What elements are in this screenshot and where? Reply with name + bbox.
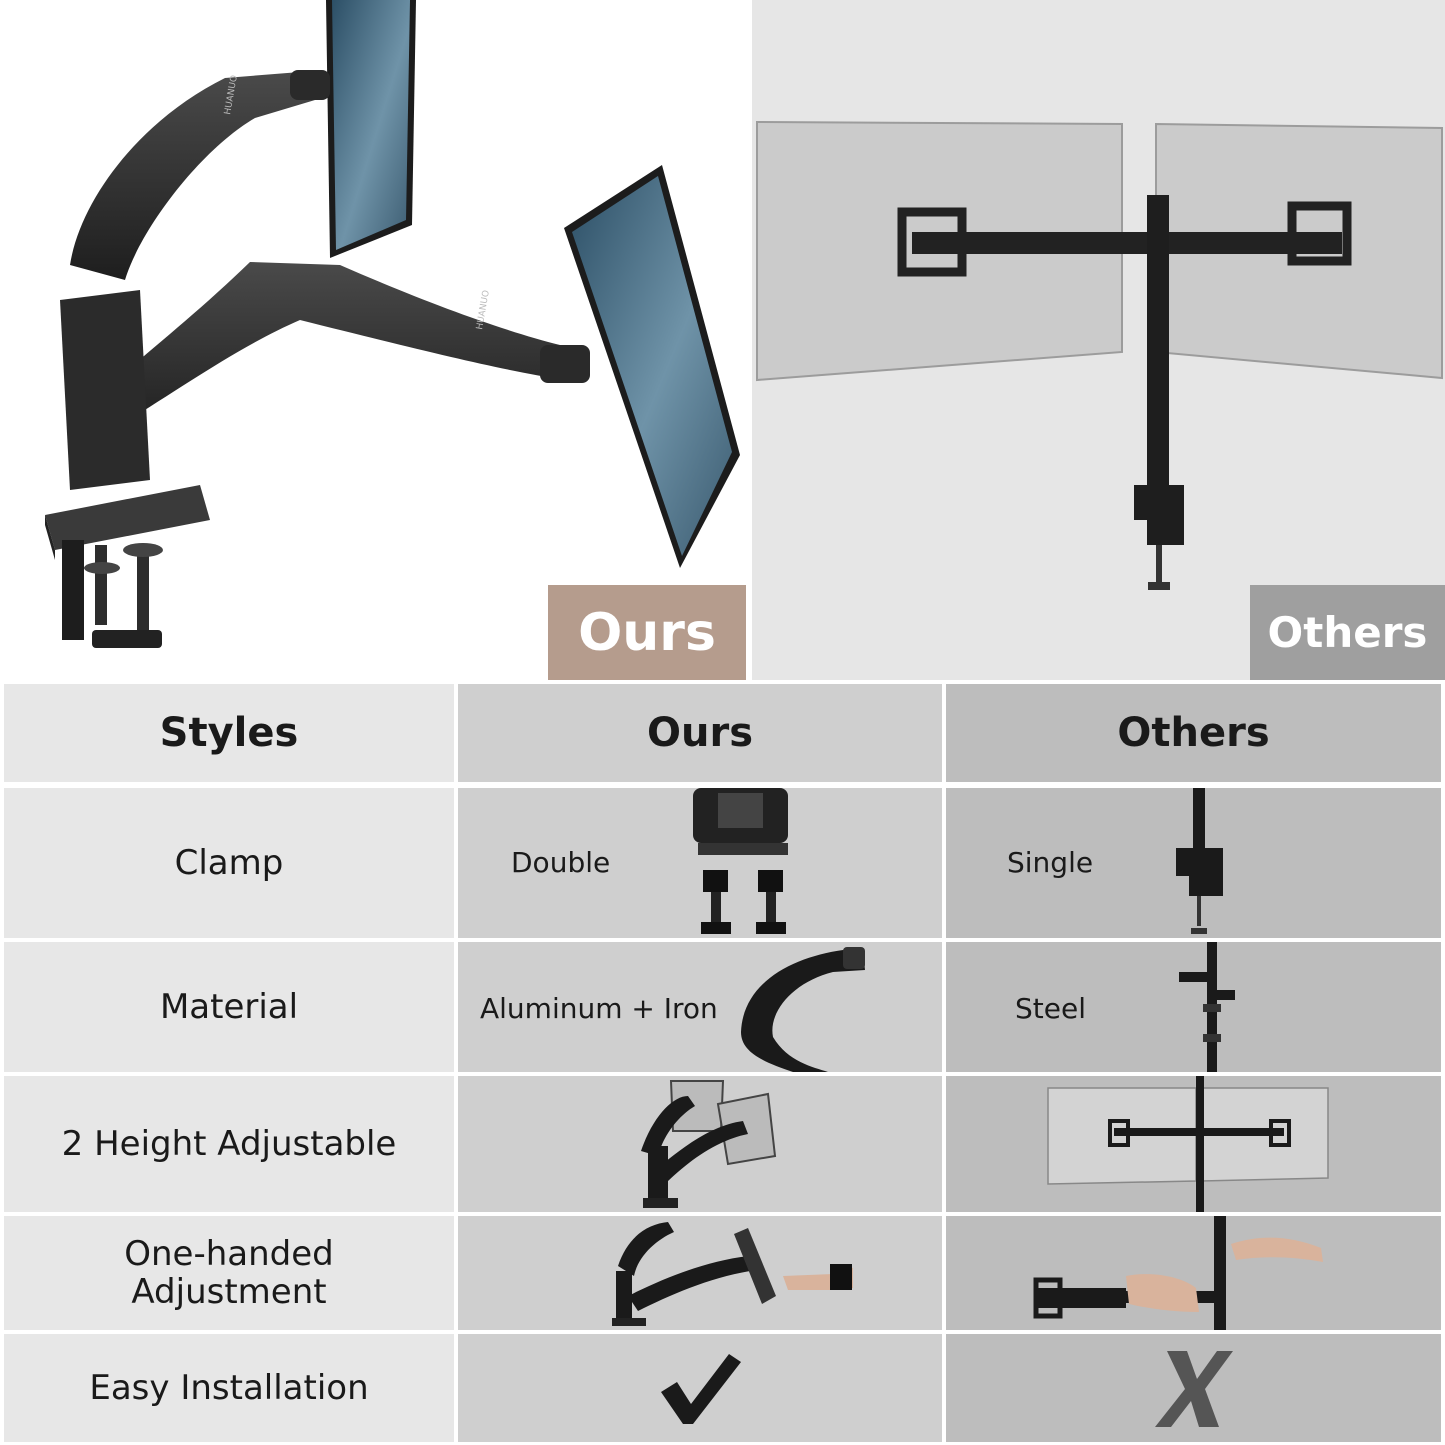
steel-pole-image	[1179, 942, 1235, 1072]
row-clamp-others: Single	[946, 788, 1441, 938]
clamp-ours-value: Double	[511, 846, 611, 879]
others-tag: Others	[1250, 585, 1445, 680]
clamp-others-value: Single	[1007, 846, 1094, 879]
header-ours: Ours	[458, 684, 942, 782]
two-hand-pole-image	[1033, 1216, 1323, 1330]
style-label-height: 2 Height Adjustable	[61, 1124, 397, 1164]
material-ours-value: Aluminum + Iron	[480, 992, 718, 1025]
header-styles: Styles	[4, 684, 454, 782]
row-height-others	[946, 1076, 1441, 1212]
row-clamp-ours: Double	[458, 788, 942, 938]
header-others: Others	[946, 684, 1441, 782]
height-adjust-arm-image	[641, 1080, 777, 1208]
dual-gas-spring-arm-illustration: HUANUO HUANUO	[45, 0, 740, 648]
row-onehand-others	[946, 1216, 1441, 1330]
hero-others-panel: Others	[752, 0, 1445, 680]
row-height-ours	[458, 1076, 942, 1212]
ours-tag: Ours	[548, 585, 746, 680]
gas-arm-image	[741, 947, 865, 1072]
row-material-others: Steel	[946, 942, 1441, 1072]
style-label-clamp: Clamp	[174, 843, 284, 883]
hero-ours-panel: HUANUO HUANUO Ours	[0, 0, 752, 680]
row-material-style: Material	[4, 942, 454, 1072]
material-others-value: Steel	[1015, 992, 1086, 1025]
pole-mount-image	[1047, 1076, 1329, 1212]
row-onehand-ours	[458, 1216, 942, 1330]
row-clamp-style: Clamp	[4, 788, 454, 938]
row-material-ours: Aluminum + Iron	[458, 942, 942, 1072]
header-styles-label: Styles	[159, 710, 299, 756]
header-others-label: Others	[1117, 710, 1270, 756]
header-ours-label: Ours	[646, 710, 753, 756]
style-label-install: Easy Installation	[89, 1368, 369, 1408]
row-install-style: Easy Installation	[4, 1334, 454, 1442]
row-height-style: 2 Height Adjustable	[4, 1076, 454, 1212]
row-install-others	[946, 1334, 1441, 1442]
double-clamp-image	[693, 788, 788, 934]
row-install-ours	[458, 1334, 942, 1442]
check-icon	[661, 1354, 741, 1424]
cross-icon	[1154, 1351, 1233, 1427]
style-label-onehand: One-handed Adjustment	[124, 1234, 334, 1312]
dual-pole-mount-illustration	[756, 120, 1443, 590]
one-hand-arm-image	[612, 1222, 853, 1326]
comparison-table: Styles Ours Others Clamp Double Single	[0, 680, 1445, 1445]
style-label-material: Material	[159, 987, 299, 1027]
single-clamp-image	[1176, 788, 1223, 934]
row-onehand-style: One-handed Adjustment	[4, 1216, 454, 1330]
